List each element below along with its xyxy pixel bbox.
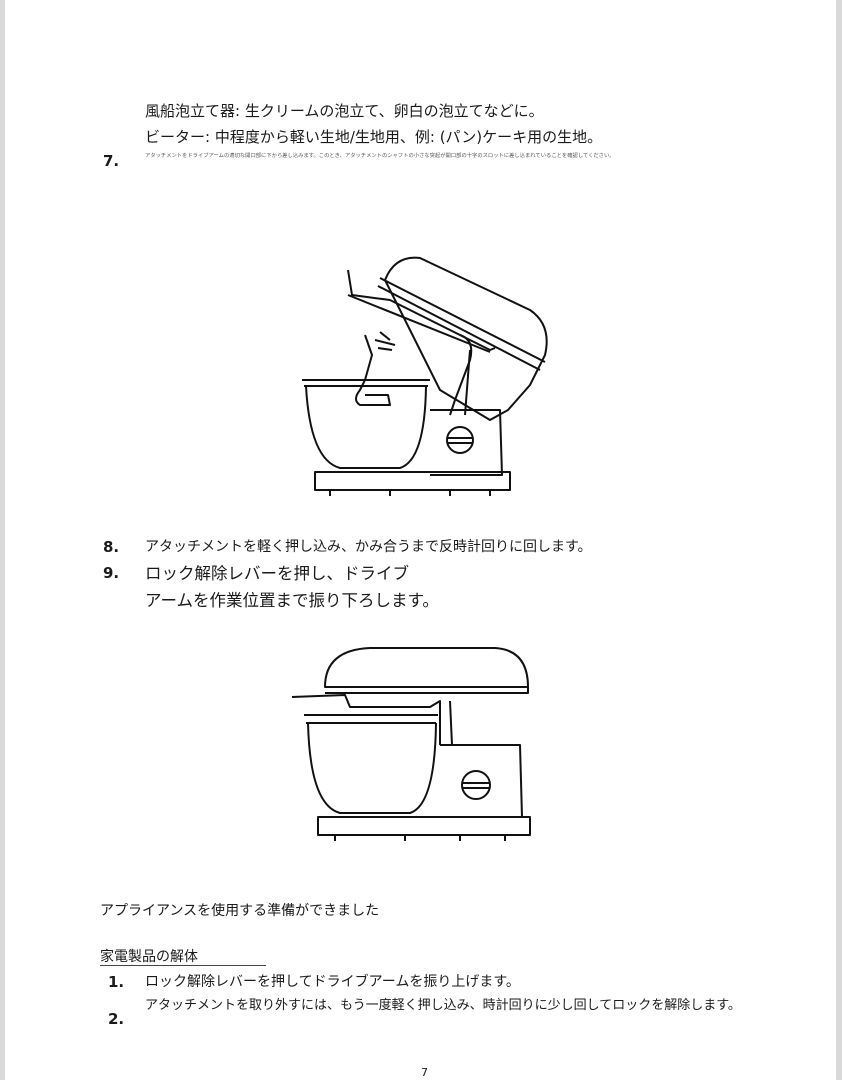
step-7-number: 7. — [103, 152, 120, 170]
ready-text: アプライアンスを使用する準備ができました — [100, 903, 380, 919]
heading-underline — [100, 965, 266, 966]
disassembly-step-1-number: 1. — [108, 973, 125, 991]
step-9-text-line2: アームを作業位置まで振り下ろします。 — [145, 591, 439, 610]
step-9-text: ロック解除レバーを押し、ドライブ — [145, 564, 409, 583]
page-number: 7 — [421, 1066, 428, 1079]
mixer-head-tilted-icon — [302, 256, 548, 496]
intro-beater: ビーター: 中程度から軽い生地/生地用、例: (パン)ケーキ用の生地。 — [145, 128, 603, 146]
page-edge-left — [0, 0, 5, 1080]
disassembly-heading: 家電製品の解体 — [100, 949, 198, 965]
page-edge-right — [836, 0, 842, 1080]
disassembly-step-2-text: アタッチメントを取り外すには、もう一度軽く押し込み、時計回りに少し回してロックを… — [145, 998, 741, 1013]
step-7-text: アタッチメントをドライブアームの適切な開口部に下から差し込みます。このとき、アタ… — [145, 153, 615, 159]
step-8-text: アタッチメントを軽く押し込み、かみ合うまで反時計回りに回します。 — [145, 539, 592, 555]
intro-whisk: 風船泡立て器: 生クリームの泡立て、卵白の泡立てなどに。 — [145, 102, 544, 120]
disassembly-step-2-number: 2. — [108, 1010, 125, 1028]
step-8-number: 8. — [103, 538, 120, 556]
step-9-number: 9. — [103, 564, 120, 582]
mixer-head-lowered-icon — [291, 647, 531, 841]
disassembly-step-1-text: ロック解除レバーを押してドライブアームを振り上げます。 — [145, 974, 520, 990]
